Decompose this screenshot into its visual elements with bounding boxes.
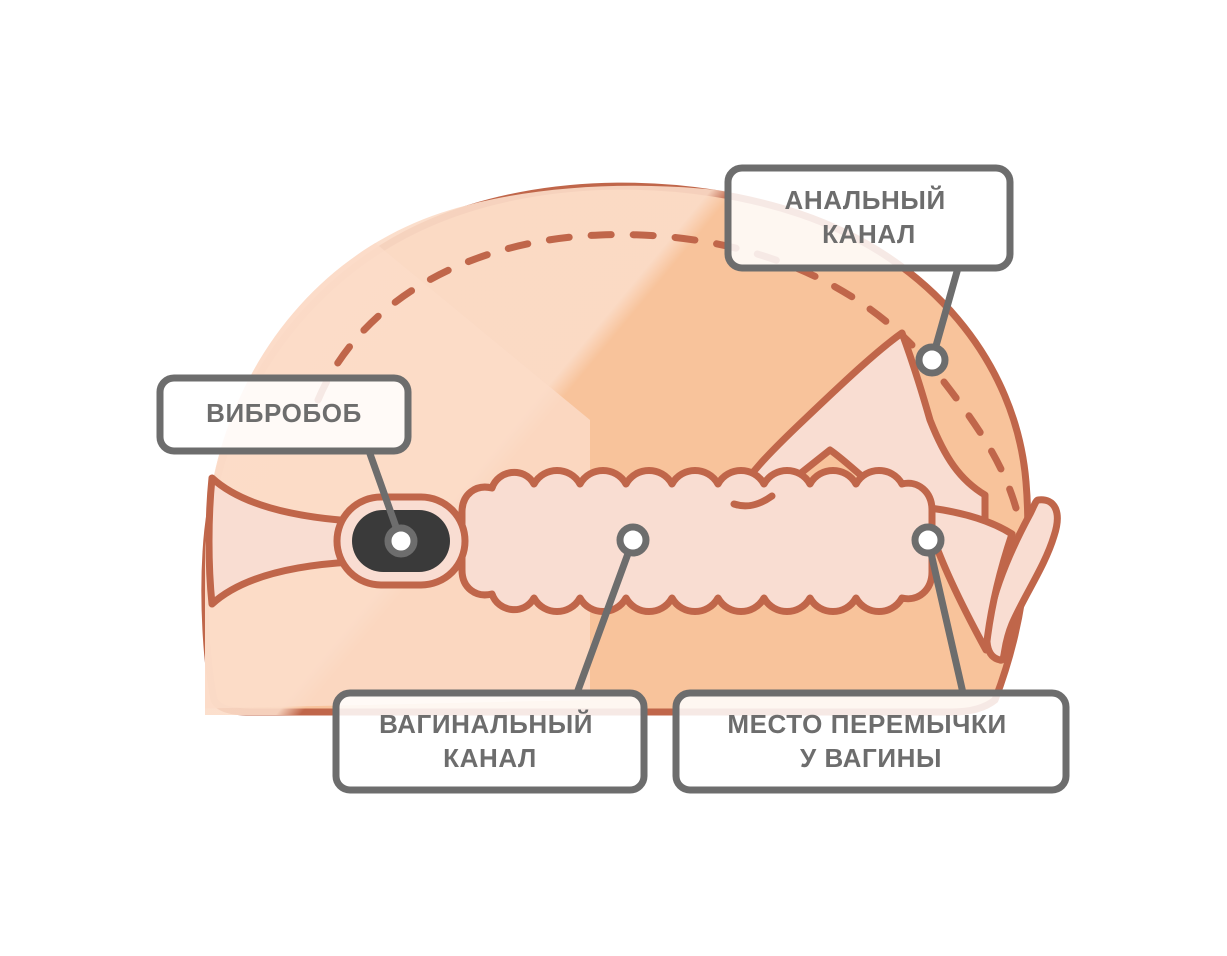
callout-line-1: АНАЛЬНЫЙ <box>784 185 945 215</box>
anatomy-illustration <box>201 182 1061 716</box>
marker-vibrobob[interactable] <box>384 524 418 558</box>
callout-vagina-bridge-spot[interactable]: МЕСТО ПЕРЕМЫЧКИ У ВАГИНЫ <box>672 689 1070 794</box>
dashed-inner-contour-upper <box>314 231 916 404</box>
callout-label-vagina-bridge-spot: МЕСТО ПЕРЕМЫЧКИ У ВАГИНЫ <box>727 709 1014 773</box>
marker-vaginal-canal[interactable] <box>616 523 650 557</box>
callout-box-vaginal-canal[interactable] <box>332 689 648 794</box>
callout-label-anal-canal: АНАЛЬНЫЙ КАНАЛ <box>784 185 953 249</box>
bridge-notch <box>730 492 776 510</box>
right-curved-tail <box>983 496 1061 664</box>
callout-line-1: МЕСТО ПЕРЕМЫЧКИ <box>727 709 1006 739</box>
callout-vaginal-canal[interactable]: ВАГИНАЛЬНЫЙ КАНАЛ <box>332 689 648 794</box>
leader-line-vaginal-canal <box>573 536 637 697</box>
callout-line-1: ВИБРОБОБ <box>206 398 362 428</box>
callout-line-2: У ВАГИНЫ <box>800 743 942 773</box>
dashed-inner-contour-right <box>940 378 1020 512</box>
right-lower-wedge <box>926 504 1016 654</box>
callout-label-vibrobob: ВИБРОБОБ <box>206 398 362 428</box>
callout-line-1: ВАГИНАЛЬНЫЙ <box>379 709 593 739</box>
left-funnel-opening <box>205 474 356 608</box>
marker-anal-canal[interactable] <box>915 343 949 377</box>
callout-box-vagina-bridge-spot[interactable] <box>672 689 1070 794</box>
callout-vibrobob[interactable]: ВИБРОБОБ <box>156 374 412 455</box>
callout-line-2: КАНАЛ <box>443 743 537 773</box>
leader-line-vagina-bridge <box>924 536 967 697</box>
callout-line-2: КАНАЛ <box>822 219 916 249</box>
leader-markers <box>384 343 949 558</box>
callout-label-vaginal-canal: ВАГИНАЛЬНЫЙ КАНАЛ <box>379 709 601 773</box>
callout-box-vibrobob[interactable] <box>156 374 412 455</box>
callout-box-anal-canal[interactable] <box>724 164 1014 272</box>
vaginal-canal-shape <box>458 467 936 615</box>
callout-anal-canal[interactable]: АНАЛЬНЫЙ КАНАЛ <box>724 164 1014 272</box>
marker-vagina-bridge[interactable] <box>911 523 945 557</box>
